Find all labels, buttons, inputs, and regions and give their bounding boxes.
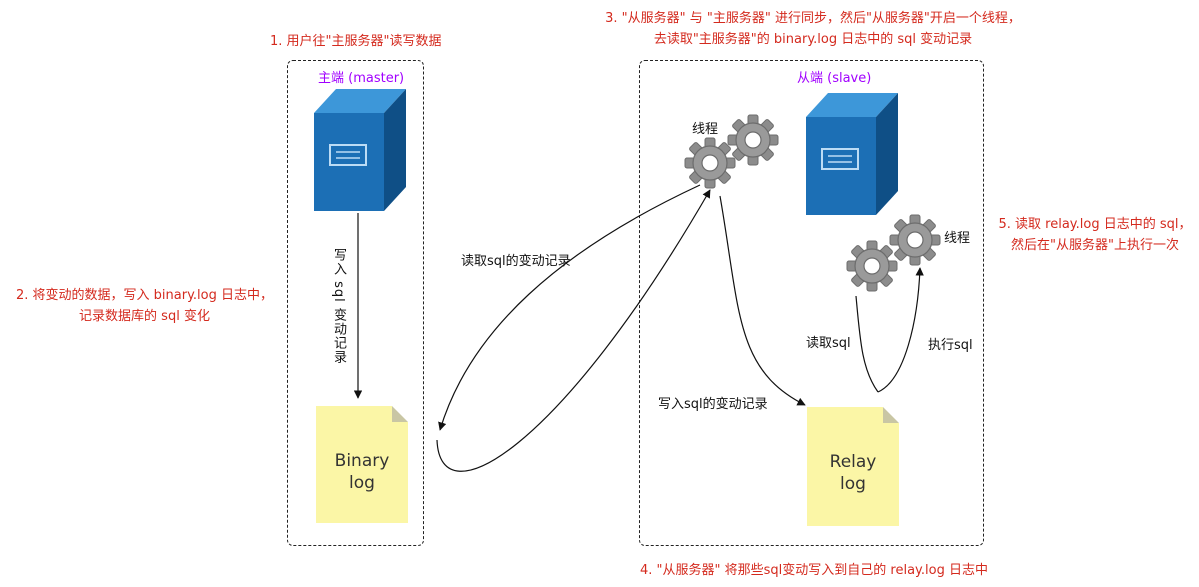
- thread2-label: 线程: [944, 231, 971, 246]
- slave-title: 从端 (slave): [797, 71, 872, 86]
- relay-log-line1: Relay: [829, 452, 877, 472]
- arrow-binlog-to-thread: [436, 189, 711, 472]
- write-sql-label: 写入 sql 变动记录: [331, 248, 346, 364]
- binary-log-line2: log: [349, 473, 375, 493]
- read-remote-label: 读取sql的变动记录: [461, 254, 571, 269]
- master-title: 主端 (master): [318, 71, 405, 86]
- gear-icon: [889, 214, 941, 266]
- step5-text: 5. 读取 relay.log 日志中的 sql， 然后在"从服务器"上执行一次: [995, 214, 1195, 256]
- step1-text: 1. 用户往"主服务器"读写数据: [270, 34, 442, 49]
- step3-line1: 3. "从服务器" 与 "主服务器" 进行同步，然后"从服务器"开启一个线程，: [605, 11, 1021, 26]
- relay-log-line2: log: [840, 474, 866, 494]
- arrow-exec-sql: [877, 267, 924, 393]
- gear-icon: [727, 114, 779, 166]
- step2-text: 2. 将变动的数据，写入 binary.log 日志中， 记录数据库的 sql …: [12, 285, 277, 327]
- binary-log-document: Binary log: [316, 406, 408, 523]
- step4-text: 4. "从服务器" 将那些sql变动写入到自己的 relay.log 日志中: [640, 563, 988, 578]
- read-sql-label: 读取sql: [806, 336, 851, 351]
- gear-icon: [684, 137, 736, 189]
- binary-log-line1: Binary: [334, 451, 390, 471]
- step2-line2: 记录数据库的 sql 变化: [79, 309, 210, 324]
- thread1-label: 线程: [692, 122, 719, 137]
- master-box: [287, 60, 424, 546]
- arrow-read-sql: [855, 295, 879, 393]
- relay-log-document: Relay log: [807, 407, 899, 526]
- document-icon: [883, 407, 899, 423]
- step3-line2: 去读取"主服务器"的 binary.log 日志中的 sql 变动记录: [653, 32, 973, 47]
- master-server-icon: [314, 89, 406, 211]
- arrow-thread-to-relaylog: [719, 195, 806, 406]
- document-icon: [392, 406, 408, 422]
- write-relay-label: 写入sql的变动记录: [658, 397, 768, 412]
- exec-sql-label: 执行sql: [928, 338, 973, 353]
- arrow-thread-to-binlog: [438, 184, 701, 431]
- step3-text: 3. "从服务器" 与 "主服务器" 进行同步，然后"从服务器"开启一个线程， …: [578, 8, 1048, 50]
- step2-line1: 2. 将变动的数据，写入 binary.log 日志中，: [15, 288, 273, 303]
- step5-line1: 5. 读取 relay.log 日志中的 sql，: [998, 217, 1192, 232]
- gear-icon: [846, 240, 898, 292]
- step5-line2: 然后在"从服务器"上执行一次: [1011, 238, 1179, 253]
- slave-server-icon: [806, 93, 898, 215]
